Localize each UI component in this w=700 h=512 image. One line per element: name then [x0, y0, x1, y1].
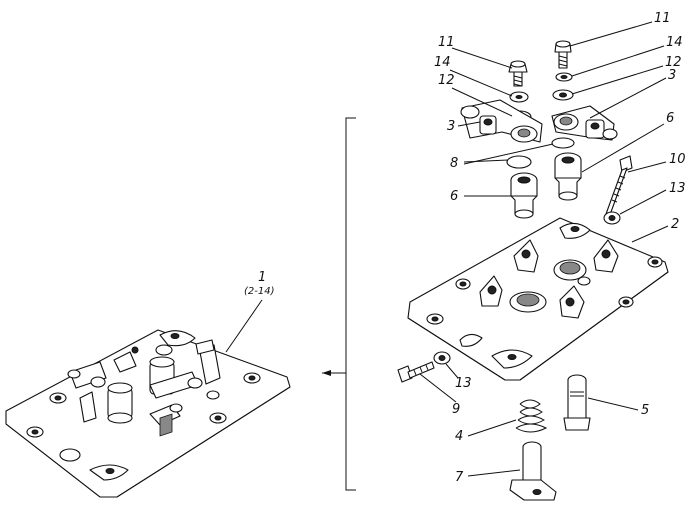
ring-8-left: [506, 155, 532, 169]
label-5: 5: [641, 403, 649, 418]
bracket-pin: [509, 441, 557, 501]
spring: [515, 399, 548, 433]
adjusting-screw: [605, 155, 633, 215]
label-9: 9: [452, 402, 460, 417]
bolt-right: [554, 40, 572, 69]
label-7: 7: [455, 470, 464, 485]
bolt-left: [508, 60, 528, 87]
label-13-top: 13: [669, 181, 686, 196]
ring-8-right: [551, 137, 575, 149]
bolt-9: [397, 361, 435, 383]
label-6-left: 6: [450, 189, 458, 204]
bushing-left: [510, 172, 538, 219]
pin: [563, 374, 591, 431]
label-1-range: (2-14): [244, 286, 275, 297]
exploded-view-bracket: [322, 117, 356, 491]
label-1: 1: [258, 270, 266, 285]
label-11-left: 11: [438, 35, 455, 50]
label-8: 8: [450, 156, 458, 171]
lock-nut-bottom: [433, 351, 451, 365]
label-2: 2: [671, 217, 679, 232]
lever-right: [551, 105, 618, 141]
lever-left: [460, 99, 543, 143]
label-12-right: 12: [665, 55, 682, 70]
label-10: 10: [669, 152, 686, 167]
valve-plate-part: [407, 217, 669, 381]
label-11-right: 11: [654, 11, 671, 26]
bushing-right: [554, 152, 582, 201]
label-14-left: 14: [434, 55, 451, 70]
label-14-right: 14: [666, 35, 683, 50]
label-3-left: 3: [447, 119, 455, 134]
label-3-right: 3: [668, 68, 676, 83]
lock-nut-top: [603, 211, 621, 225]
label-6-right: 6: [666, 111, 674, 126]
label-4: 4: [455, 429, 463, 444]
leader-1: [225, 299, 263, 353]
label-12-left: 12: [438, 73, 455, 88]
assembled-valve-plate: [5, 329, 291, 498]
callouts: 11 11 14 14 12 12 3 3 8 6 6 10 13 2 13 9: [419, 11, 686, 485]
label-13-bottom: 13: [455, 376, 472, 391]
